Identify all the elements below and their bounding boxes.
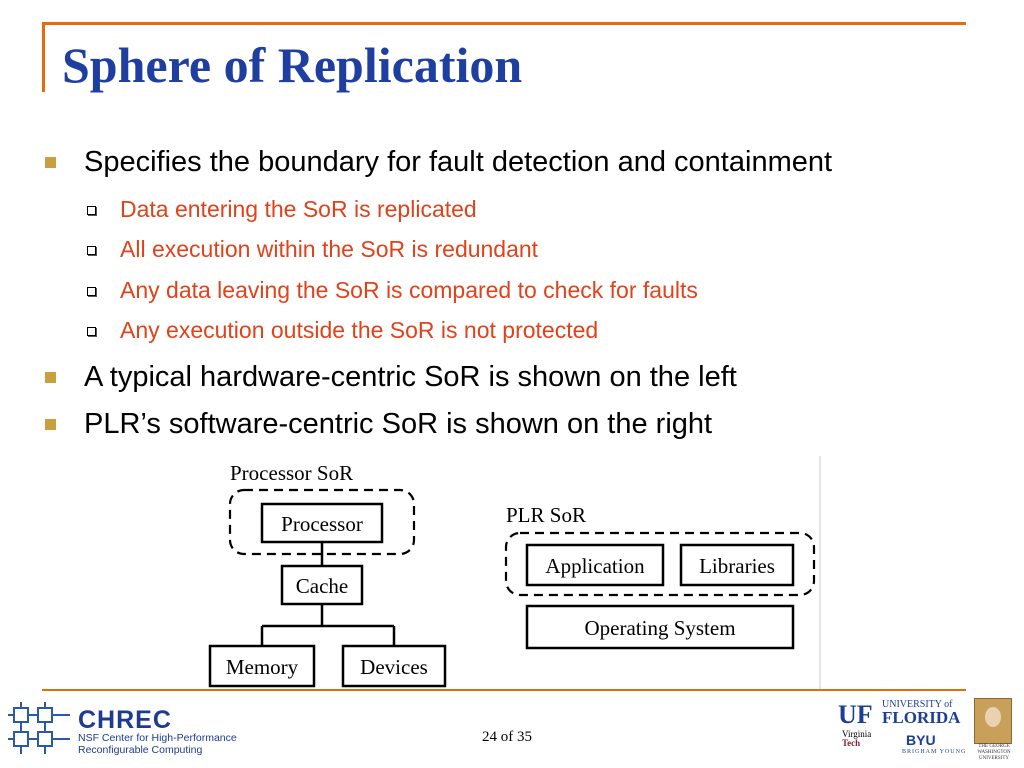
memory-label: Memory <box>226 655 299 679</box>
sub-bullet-item: Any data leaving the SoR is compared to … <box>87 277 698 304</box>
application-label: Application <box>545 554 645 578</box>
processor-sor-label: Processor SoR <box>230 461 353 485</box>
chrec-subtitle-line2: Reconfigurable Computing <box>78 744 203 756</box>
university-logos: UF UNIVERSITY of FLORIDA Virginia Tech B… <box>838 696 1018 762</box>
sub-bullet-text: All execution within the SoR is redundan… <box>120 236 539 262</box>
libraries-box <box>679 543 795 587</box>
top-accent-line <box>42 22 966 25</box>
vt-line1: Virginia <box>842 729 872 739</box>
bullet-text: Specifies the boundary for fault detecti… <box>84 146 833 178</box>
bullet-item: PLR’s software-centric SoR is shown on t… <box>45 408 713 441</box>
bullet-square-icon <box>45 372 56 383</box>
gw-logo-text: THE GEORGE WASHINGTON UNIVERSITY <box>977 744 1011 761</box>
plr-sor-label: PLR SoR <box>506 503 586 527</box>
uf-florida-text: FLORIDA <box>882 708 961 727</box>
page-current: 24 <box>482 729 497 745</box>
page-number: 24 of 35 <box>482 729 532 746</box>
hardware-sor-diagram: Processor SoR Processor Cache Memory Dev… <box>208 461 447 688</box>
operating-system-label: Operating System <box>584 616 735 640</box>
processor-sor-boundary <box>228 488 416 556</box>
hollow-square-icon <box>87 206 96 215</box>
bullet-item: Specifies the boundary for fault detecti… <box>45 146 833 179</box>
page-total: 35 <box>517 729 532 745</box>
sub-bullet-text: Any execution outside the SoR is not pro… <box>120 317 599 343</box>
byu-subtitle: BRIGHAM YOUNG <box>902 749 967 755</box>
devices-box <box>341 644 447 688</box>
hollow-square-icon <box>87 327 96 336</box>
hollow-square-icon <box>87 246 96 255</box>
cache-box <box>280 564 364 606</box>
sub-bullet-text: Any data leaving the SoR is compared to … <box>120 277 698 303</box>
virginia-tech-logo: Virginia Tech <box>842 730 871 748</box>
slide-title: Sphere of Replication <box>62 37 523 93</box>
operating-system-box <box>525 604 795 650</box>
sub-bullet-text: Data entering the SoR is replicated <box>120 196 477 222</box>
chrec-logo: CHREC NSF Center for High-Performance Re… <box>8 702 237 756</box>
chrec-wordmark: CHREC <box>78 706 172 734</box>
bullet-square-icon <box>45 419 56 430</box>
bullet-square-icon <box>45 157 56 168</box>
memory-box <box>208 644 316 688</box>
sub-bullet-item: Data entering the SoR is replicated <box>87 196 477 223</box>
page-of: of <box>500 729 514 745</box>
bullet-text: A typical hardware-centric SoR is shown … <box>84 361 737 393</box>
bullet-text: PLR’s software-centric SoR is shown on t… <box>84 408 713 440</box>
application-box <box>525 543 665 587</box>
vt-line2: Tech <box>842 738 861 748</box>
processor-label: Processor <box>281 512 363 536</box>
devices-label: Devices <box>360 655 428 679</box>
software-sor-diagram: PLR SoR Application Libraries Operating … <box>504 503 816 650</box>
cache-label: Cache <box>296 574 348 598</box>
plr-sor-boundary <box>504 531 816 597</box>
left-accent-line <box>42 22 45 92</box>
footer-accent-line <box>42 689 966 691</box>
libraries-label: Libraries <box>699 554 775 578</box>
gw-portrait-icon <box>974 698 1012 744</box>
chrec-subtitle-line1: NSF Center for High-Performance <box>78 732 237 744</box>
hollow-square-icon <box>87 287 96 296</box>
sub-bullet-item: Any execution outside the SoR is not pro… <box>87 317 599 344</box>
uf-university-text: UNIVERSITY of <box>882 699 953 710</box>
uf-logo-mark: UF <box>838 700 873 729</box>
sub-bullet-item: All execution within the SoR is redundan… <box>87 236 539 263</box>
chrec-grid-icon <box>8 702 70 754</box>
bullet-item: A typical hardware-centric SoR is shown … <box>45 361 737 394</box>
byu-logo: BYU <box>906 732 936 748</box>
